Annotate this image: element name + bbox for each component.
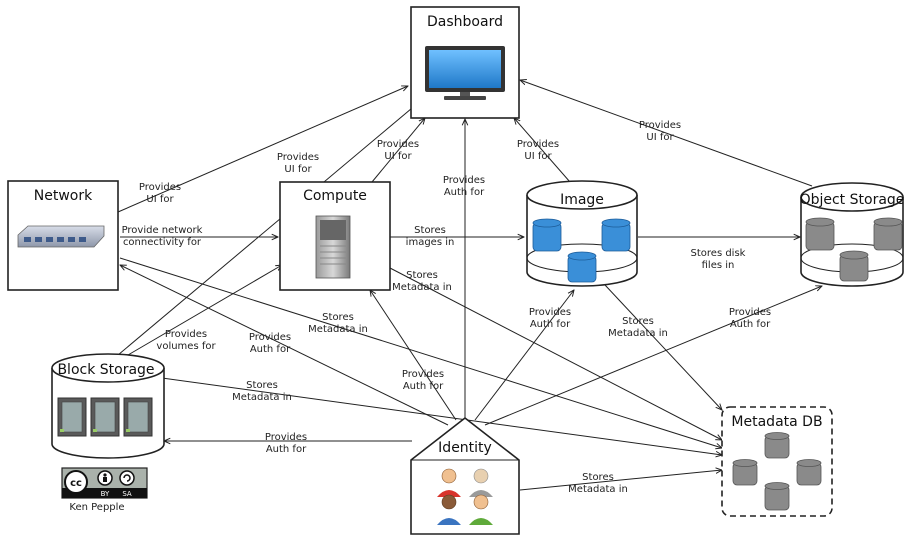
object-storage-node: Object Storage bbox=[800, 182, 904, 287]
edge-objectstorage-dashboard bbox=[520, 80, 813, 187]
edge-image-dashboard bbox=[514, 118, 571, 183]
edge-compute-dashboard bbox=[371, 118, 425, 183]
metadata-db-node: Metadata DB bbox=[721, 406, 833, 517]
edge-identity-image bbox=[474, 290, 574, 421]
dashboard-title: Dashboard bbox=[427, 14, 503, 30]
edge-identity-objectstorage bbox=[484, 286, 822, 426]
edge-compute-metadata bbox=[389, 267, 722, 440]
dashboard-node: Dashboard bbox=[410, 6, 520, 119]
metadata-db-title: Metadata DB bbox=[731, 414, 822, 430]
edge-image-metadata bbox=[604, 284, 722, 410]
blue-database-icons bbox=[532, 218, 631, 283]
object-storage-title: Object Storage bbox=[800, 192, 904, 208]
edge-identity-metadata bbox=[519, 470, 722, 491]
edge-identity-compute bbox=[370, 290, 457, 421]
disk-array-icons bbox=[57, 397, 153, 437]
identity-node: Identity bbox=[410, 416, 520, 535]
monitor-icon bbox=[425, 46, 505, 100]
server-icon bbox=[315, 215, 351, 279]
gray-database-icons bbox=[732, 432, 822, 511]
edge-network-dashboard bbox=[117, 86, 408, 213]
edge-blockstorage-metadata bbox=[161, 377, 722, 455]
sa-text: SA bbox=[122, 490, 132, 498]
author-credit: Ken Pepple bbox=[69, 502, 124, 513]
identity-title: Identity bbox=[438, 440, 492, 456]
compute-title: Compute bbox=[303, 188, 367, 204]
by-text: BY bbox=[101, 490, 110, 498]
edge-identity-network bbox=[120, 265, 449, 426]
compute-node: Compute bbox=[279, 181, 391, 291]
network-switch-icon bbox=[17, 225, 105, 248]
cc-icon bbox=[64, 470, 88, 494]
image-title: Image bbox=[560, 192, 604, 208]
network-node: Network bbox=[7, 180, 119, 291]
image-node: Image bbox=[526, 180, 638, 287]
cc-text: cc bbox=[70, 478, 82, 489]
edge-network-metadata bbox=[119, 257, 722, 448]
cc-license-badge: cc BY SA Ken Pepple bbox=[61, 467, 148, 513]
gray-database-icons bbox=[805, 217, 903, 282]
network-title: Network bbox=[34, 188, 93, 204]
users-icon bbox=[437, 468, 493, 525]
edge-blockstorage-compute bbox=[127, 265, 282, 356]
block-storage-node: Block Storage bbox=[51, 353, 165, 459]
sa-icon bbox=[119, 470, 135, 486]
block-storage-title: Block Storage bbox=[57, 362, 154, 378]
connection-lines bbox=[117, 80, 822, 491]
edge-blockstorage-dashboard bbox=[117, 98, 424, 356]
